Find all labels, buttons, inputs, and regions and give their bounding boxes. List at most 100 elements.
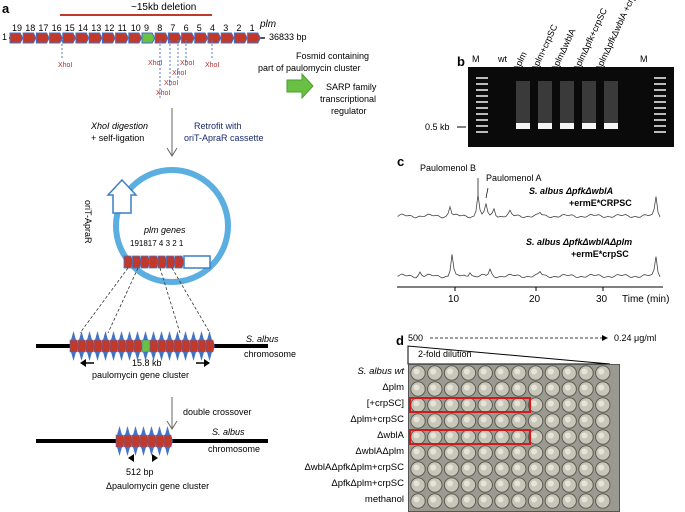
crossover-dashed-lines <box>79 267 211 334</box>
hplc-tick-10: 10 <box>448 294 460 305</box>
gene-arrow-8 <box>154 32 169 44</box>
chromosome-gene <box>155 434 165 448</box>
gene-arrow-14 <box>75 32 90 44</box>
trace2-label-2: +ermE*crpSC <box>571 249 629 259</box>
plate-row-label: S. albus wt <box>357 366 404 377</box>
chromosome-gene <box>117 339 127 353</box>
sarp-label-1: SARP family <box>326 82 377 92</box>
trace2-label-1: S. albus ΔpfkΔwblAΔplm <box>526 237 633 247</box>
panel-label-a: a <box>2 1 10 16</box>
chromosome-2-label: chromosome <box>208 444 261 454</box>
retrofit-step-2: oriT-ApraR cassette <box>184 133 264 143</box>
gene-arrow-9 <box>141 32 156 44</box>
gene-number-19: 19 <box>12 23 23 33</box>
plasmid-gene <box>166 255 176 269</box>
gene-arrow-1 <box>247 32 261 44</box>
peak-label-b: Paulomenol B <box>420 163 477 173</box>
retrofit-step-1: Retrofit with <box>194 121 242 131</box>
chromosome-gene <box>85 339 95 353</box>
gene-arrow-4 <box>207 32 222 44</box>
plasmid-white-cassette <box>183 255 211 269</box>
hplc-tick-20: 20 <box>529 294 541 305</box>
plate-row-label: ΔpfkΔplm+crpSC <box>331 478 404 489</box>
xhoi-step-2: + self-ligation <box>91 133 145 143</box>
plm-label: plm <box>260 19 277 30</box>
xhoi-site-7: XhoI <box>148 60 163 67</box>
chromosome-gene <box>163 434 173 448</box>
deleted-size: 512 bp <box>126 467 154 477</box>
orit-cassette-arrow <box>106 178 138 214</box>
panel-label-c: c <box>397 154 405 169</box>
plate-row-label: Δplm+crpSC <box>350 414 404 425</box>
hplc-axis-label: Time (min) <box>622 294 670 305</box>
gene-number-12: 12 <box>104 23 115 33</box>
deleted-name: Δpaulomycin gene cluster <box>106 481 210 491</box>
chromosome-gene <box>77 339 87 353</box>
xhoi-site-1: XhoI <box>58 62 73 69</box>
plate-row-label: [+crpSC] <box>366 398 404 409</box>
chromosome-1-genes <box>69 331 215 361</box>
gene-number-4: 4 <box>210 23 216 33</box>
plate-row-label: ΔwblAΔplm <box>355 446 404 457</box>
plate-row-label: ΔwblAΔpfkΔplm+crpSC <box>304 462 404 473</box>
gene-number-17: 17 <box>38 23 49 33</box>
gel-size-marker: 0.5 kb <box>425 122 450 132</box>
gene-arrow-row <box>9 32 261 44</box>
chromosome-gene <box>181 339 191 353</box>
chromosome-gene <box>149 339 159 353</box>
fosmid-end: 36833 bp <box>269 32 307 42</box>
cluster-size: 15.8 kb <box>132 358 162 368</box>
plasmid-gene-numbers: 191817 4 3 2 1 <box>130 239 184 248</box>
gene-number-5: 5 <box>196 23 202 33</box>
gel-lane-label: M <box>640 54 648 64</box>
plate-row-label: Δplm <box>382 382 404 393</box>
gene-arrow-13 <box>88 32 103 44</box>
gel-lane-label: M <box>472 54 480 64</box>
sarp-label-2: transcriptional <box>320 94 377 104</box>
xhoi-site-3: XhoI <box>172 70 187 77</box>
sarp-arrow-icon <box>286 72 314 100</box>
gene-number-8: 8 <box>157 23 163 33</box>
crossover-label: double crossover <box>183 407 252 417</box>
chromosome-gene <box>115 434 125 448</box>
gene-number-15: 15 <box>64 23 75 33</box>
chromosome-1-label: chromosome <box>244 349 297 359</box>
trace1-label-2: +ermE*CRPSC <box>569 198 632 208</box>
chromosome-gene <box>173 339 183 353</box>
plasmid-gene <box>149 255 159 269</box>
chromosome-gene <box>101 339 111 353</box>
well-plate <box>408 364 620 512</box>
chromosome-gene <box>157 339 167 353</box>
gel-lane-label: wt <box>498 54 507 64</box>
gene-number-13: 13 <box>91 23 102 33</box>
chromosome-gene <box>147 434 157 448</box>
gene-arrow-5 <box>194 32 209 44</box>
chromosome-gene <box>131 434 141 448</box>
xhoi-site-lines <box>61 40 213 98</box>
gene-arrow-3 <box>220 32 235 44</box>
hplc-tick-30: 30 <box>596 294 608 305</box>
concentration-high: 500 <box>408 333 424 343</box>
fosmid-start: 1 <box>2 32 8 42</box>
chromosome-gene <box>125 339 135 353</box>
gene-number-14: 14 <box>78 23 89 33</box>
gene-arrow-15 <box>62 32 77 44</box>
plasmid-gene <box>140 255 151 269</box>
panel-label-d: d <box>396 333 404 348</box>
gel-image <box>468 67 674 147</box>
chromosome-gene <box>93 339 103 353</box>
dilution-label: 2-fold dilution <box>418 349 472 359</box>
xhoi-step-1: XhoI digestion <box>91 121 149 131</box>
gene-number-16: 16 <box>51 23 62 33</box>
trace1-label-1: S. albus ΔpfkΔwblA <box>529 186 614 196</box>
chromosome-1-species: S. albus <box>246 334 279 344</box>
gene-arrow-6 <box>181 32 195 44</box>
concentration-low: 0.24 μg/ml <box>614 333 657 343</box>
gene-number-2: 2 <box>236 23 242 33</box>
chromosome-gene <box>141 339 151 353</box>
xhoi-site-5: XhoI <box>156 90 171 97</box>
plm-genes-label: plm genes <box>144 225 186 235</box>
gene-arrow-19 <box>9 32 24 44</box>
chromosome-gene <box>205 339 215 353</box>
chromosome-gene <box>123 434 133 448</box>
